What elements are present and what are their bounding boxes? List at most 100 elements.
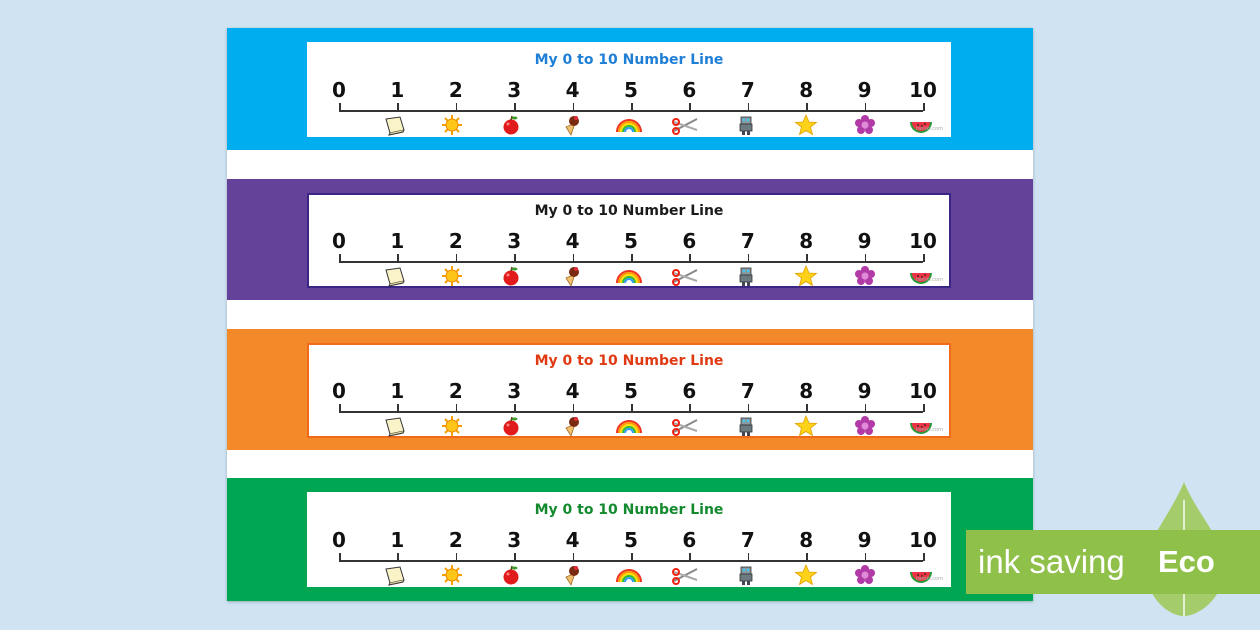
number-label: 3 (507, 78, 522, 102)
scissors-icon (671, 114, 699, 136)
tick-mark (339, 553, 341, 561)
strip-title: My 0 to 10 Number Line (534, 353, 724, 369)
number-label: 9 (857, 78, 872, 102)
rainbow-icon (615, 114, 643, 136)
sun-icon (438, 415, 466, 437)
tick-mark (689, 553, 691, 561)
ice-cream-icon (557, 564, 585, 586)
sun-icon (438, 564, 466, 586)
tick-mark (514, 254, 516, 262)
tick-mark (514, 404, 516, 412)
number-label: 1 (390, 78, 405, 102)
tick-mark (747, 103, 750, 111)
ink-saving-text: ink saving (978, 543, 1125, 580)
tick-mark (747, 553, 750, 561)
watermark: twinkl.com (915, 277, 943, 283)
number-label: 2 (448, 528, 463, 552)
tick-mark (689, 404, 691, 412)
star-icon (792, 265, 820, 287)
tick-mark (455, 404, 458, 412)
number-label: 2 (448, 78, 463, 102)
number-label: 0 (332, 379, 346, 403)
picture-row (309, 265, 953, 287)
picture-row (309, 114, 953, 136)
scissors-icon (671, 564, 699, 586)
tick-mark (923, 404, 925, 412)
strip-title: My 0 to 10 Number Line (534, 502, 724, 518)
number-label: 6 (682, 229, 697, 253)
ice-cream-icon (557, 265, 585, 287)
sun-icon (438, 114, 466, 136)
number-label: 10 (909, 379, 937, 403)
number-label: 8 (799, 379, 814, 403)
scissors-icon (671, 415, 699, 437)
tick-mark (747, 254, 750, 262)
number-label: 9 (857, 229, 872, 253)
robot-icon (732, 415, 760, 437)
tick-mark (689, 103, 691, 111)
tick-mark (572, 254, 575, 262)
strip-title: My 0 to 10 Number Line (534, 52, 724, 68)
number-label: 5 (624, 229, 638, 253)
number-label: 10 (909, 78, 937, 102)
apple-icon (497, 114, 525, 136)
tick-mark (806, 404, 808, 412)
flower-icon (851, 564, 879, 586)
number-label: 6 (682, 379, 697, 403)
number-label: 7 (740, 229, 755, 253)
picture-row (309, 415, 953, 437)
number-label: 1 (390, 379, 405, 403)
tick-mark (514, 103, 516, 111)
tick-mark (455, 254, 458, 262)
number-line-axis (339, 553, 925, 562)
tick-mark (572, 404, 575, 412)
number-label: 10 (909, 229, 937, 253)
ink-saving-badge (966, 530, 1260, 594)
robot-icon (732, 114, 760, 136)
tick-mark (864, 553, 867, 561)
number-label: 4 (565, 379, 580, 403)
number-label: 3 (507, 528, 522, 552)
tick-mark (923, 254, 925, 262)
flower-icon (851, 415, 879, 437)
tick-mark (455, 553, 458, 561)
tick-mark (631, 553, 633, 561)
tick-mark (455, 103, 458, 111)
watermelon-icon (907, 114, 935, 136)
tick-mark (514, 553, 516, 561)
tick-mark (572, 103, 575, 111)
tick-mark (806, 254, 808, 262)
number-label: 2 (448, 229, 463, 253)
tick-mark (397, 404, 399, 412)
tick-mark (806, 553, 808, 561)
number-label: 6 (682, 78, 697, 102)
number-label: 8 (799, 528, 814, 552)
tick-mark (747, 404, 750, 412)
apple-icon (497, 564, 525, 586)
number-label: 1 (390, 229, 405, 253)
number-label: 5 (624, 78, 638, 102)
strip-title: My 0 to 10 Number Line (534, 203, 724, 219)
number-label: 7 (740, 528, 755, 552)
tick-mark (397, 553, 399, 561)
book-icon (380, 564, 408, 586)
flower-icon (851, 114, 879, 136)
ice-cream-icon (557, 415, 585, 437)
number-label: 8 (799, 229, 814, 253)
number-label: 4 (565, 229, 580, 253)
tick-mark (864, 404, 867, 412)
tick-mark (339, 103, 341, 111)
tick-mark (806, 103, 808, 111)
number-label: 0 (332, 78, 346, 102)
star-icon (792, 564, 820, 586)
tick-mark (631, 404, 633, 412)
